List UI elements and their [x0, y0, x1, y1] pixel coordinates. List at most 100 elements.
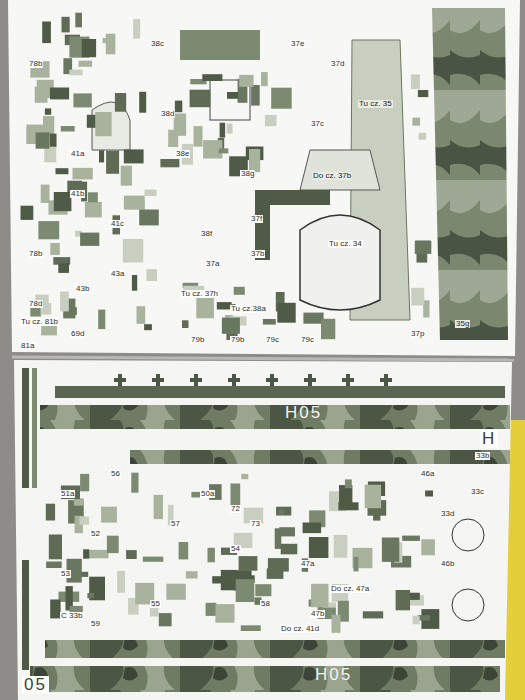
paper-part: [21, 206, 34, 220]
part-number: 79b: [190, 336, 205, 344]
paper-part: [143, 557, 164, 562]
paper-part: [58, 263, 69, 273]
part-number: 58: [260, 600, 271, 608]
part-number: 37f: [250, 215, 263, 223]
paper-part: [106, 34, 116, 55]
paper-part: [418, 90, 428, 97]
part-number: 38e: [175, 150, 190, 158]
part-number: 38c: [150, 40, 165, 48]
paper-part: [98, 310, 105, 330]
part-number: 38g: [240, 170, 255, 178]
part-number: 79b: [230, 336, 245, 344]
part-number: 59: [90, 620, 101, 628]
paper-part: [241, 625, 261, 631]
paper-part: [160, 159, 179, 167]
paper-part: [175, 101, 182, 113]
paper-part: [303, 313, 323, 324]
paper-part: [212, 576, 232, 583]
part-number: 56: [110, 470, 121, 478]
paper-part: [117, 571, 125, 593]
paper-part: [227, 124, 233, 134]
paper-part: [73, 93, 91, 107]
cross-decal: [190, 374, 202, 386]
paper-part: [126, 550, 137, 559]
paper-part: [45, 108, 51, 114]
paper-part: [103, 38, 111, 43]
paper-part: [50, 243, 60, 255]
part-number: 53: [60, 570, 71, 578]
part-number: C 33b: [60, 612, 83, 620]
part-number: 57: [170, 520, 181, 528]
paper-part: [261, 72, 268, 86]
paper-part: [139, 92, 146, 113]
part-number: 37p: [410, 330, 425, 338]
part-number: Do cz. 37b: [312, 172, 352, 180]
paper-part: [146, 269, 157, 281]
paper-part: [159, 613, 172, 626]
part-number: 33b: [475, 452, 490, 460]
paper-part: [309, 537, 329, 558]
paper-part: [277, 303, 295, 323]
paper-part: [101, 507, 117, 523]
paper-part: [46, 562, 62, 569]
paper-part: [279, 527, 295, 536]
paper-part: [73, 168, 93, 180]
part-number: Tu cz. 34: [328, 240, 363, 248]
part-number: 54: [230, 545, 241, 553]
paper-part: [71, 307, 77, 315]
paper-part: [137, 306, 146, 324]
part-number: 78b: [28, 250, 43, 258]
part-number: 73: [250, 520, 261, 528]
paper-part: [99, 150, 104, 162]
part-number: 78d: [28, 300, 43, 308]
part-number: 37b: [250, 250, 265, 258]
part-number: 38d: [160, 110, 175, 118]
paper-part: [154, 495, 163, 519]
paper-part: [85, 202, 102, 218]
paper-part: [79, 61, 93, 67]
paper-part: [179, 542, 189, 559]
paper-part: [150, 607, 159, 617]
paper-part: [80, 233, 99, 246]
part-number: Do cz. 47a: [330, 585, 370, 593]
hull-number: H05: [315, 666, 352, 684]
paper-part: [88, 192, 98, 202]
paper-part: [419, 133, 427, 140]
part-number: 37a: [205, 260, 220, 268]
part-number: 52: [90, 530, 101, 538]
paper-part: [345, 479, 352, 488]
paper-part: [82, 39, 96, 57]
part-number: 46b: [440, 560, 455, 568]
part-number: 72: [230, 505, 241, 513]
paper-part: [208, 548, 215, 563]
hull-number: H05: [285, 404, 322, 422]
paper-part: [38, 221, 59, 239]
paper-part: [412, 118, 420, 126]
paper-part: [54, 192, 72, 211]
part-number: 79c: [300, 336, 315, 344]
paper-part: [123, 239, 144, 263]
cross-decal: [228, 374, 240, 386]
part-number: 47b: [310, 610, 325, 618]
paper-part: [255, 584, 271, 596]
paper-part: [334, 535, 348, 558]
paper-part: [106, 151, 119, 174]
paper-part: [144, 324, 152, 330]
cross-decal: [380, 374, 392, 386]
paper-part: [50, 134, 57, 147]
part-number: 33d: [440, 510, 455, 518]
paper-part: [332, 615, 341, 633]
paper-part: [133, 19, 140, 39]
part-number: 38f: [200, 230, 213, 238]
cross-decal: [342, 374, 354, 386]
cross-decal: [152, 374, 164, 386]
paper-part: [87, 115, 96, 128]
paper-part: [413, 616, 420, 625]
paper-part: [425, 491, 433, 497]
paper-part: [276, 507, 291, 516]
part-number: 79c: [265, 336, 280, 344]
part-number: 81a: [20, 342, 35, 350]
part-number: 46a: [420, 470, 435, 478]
hull-number: H: [480, 430, 498, 448]
